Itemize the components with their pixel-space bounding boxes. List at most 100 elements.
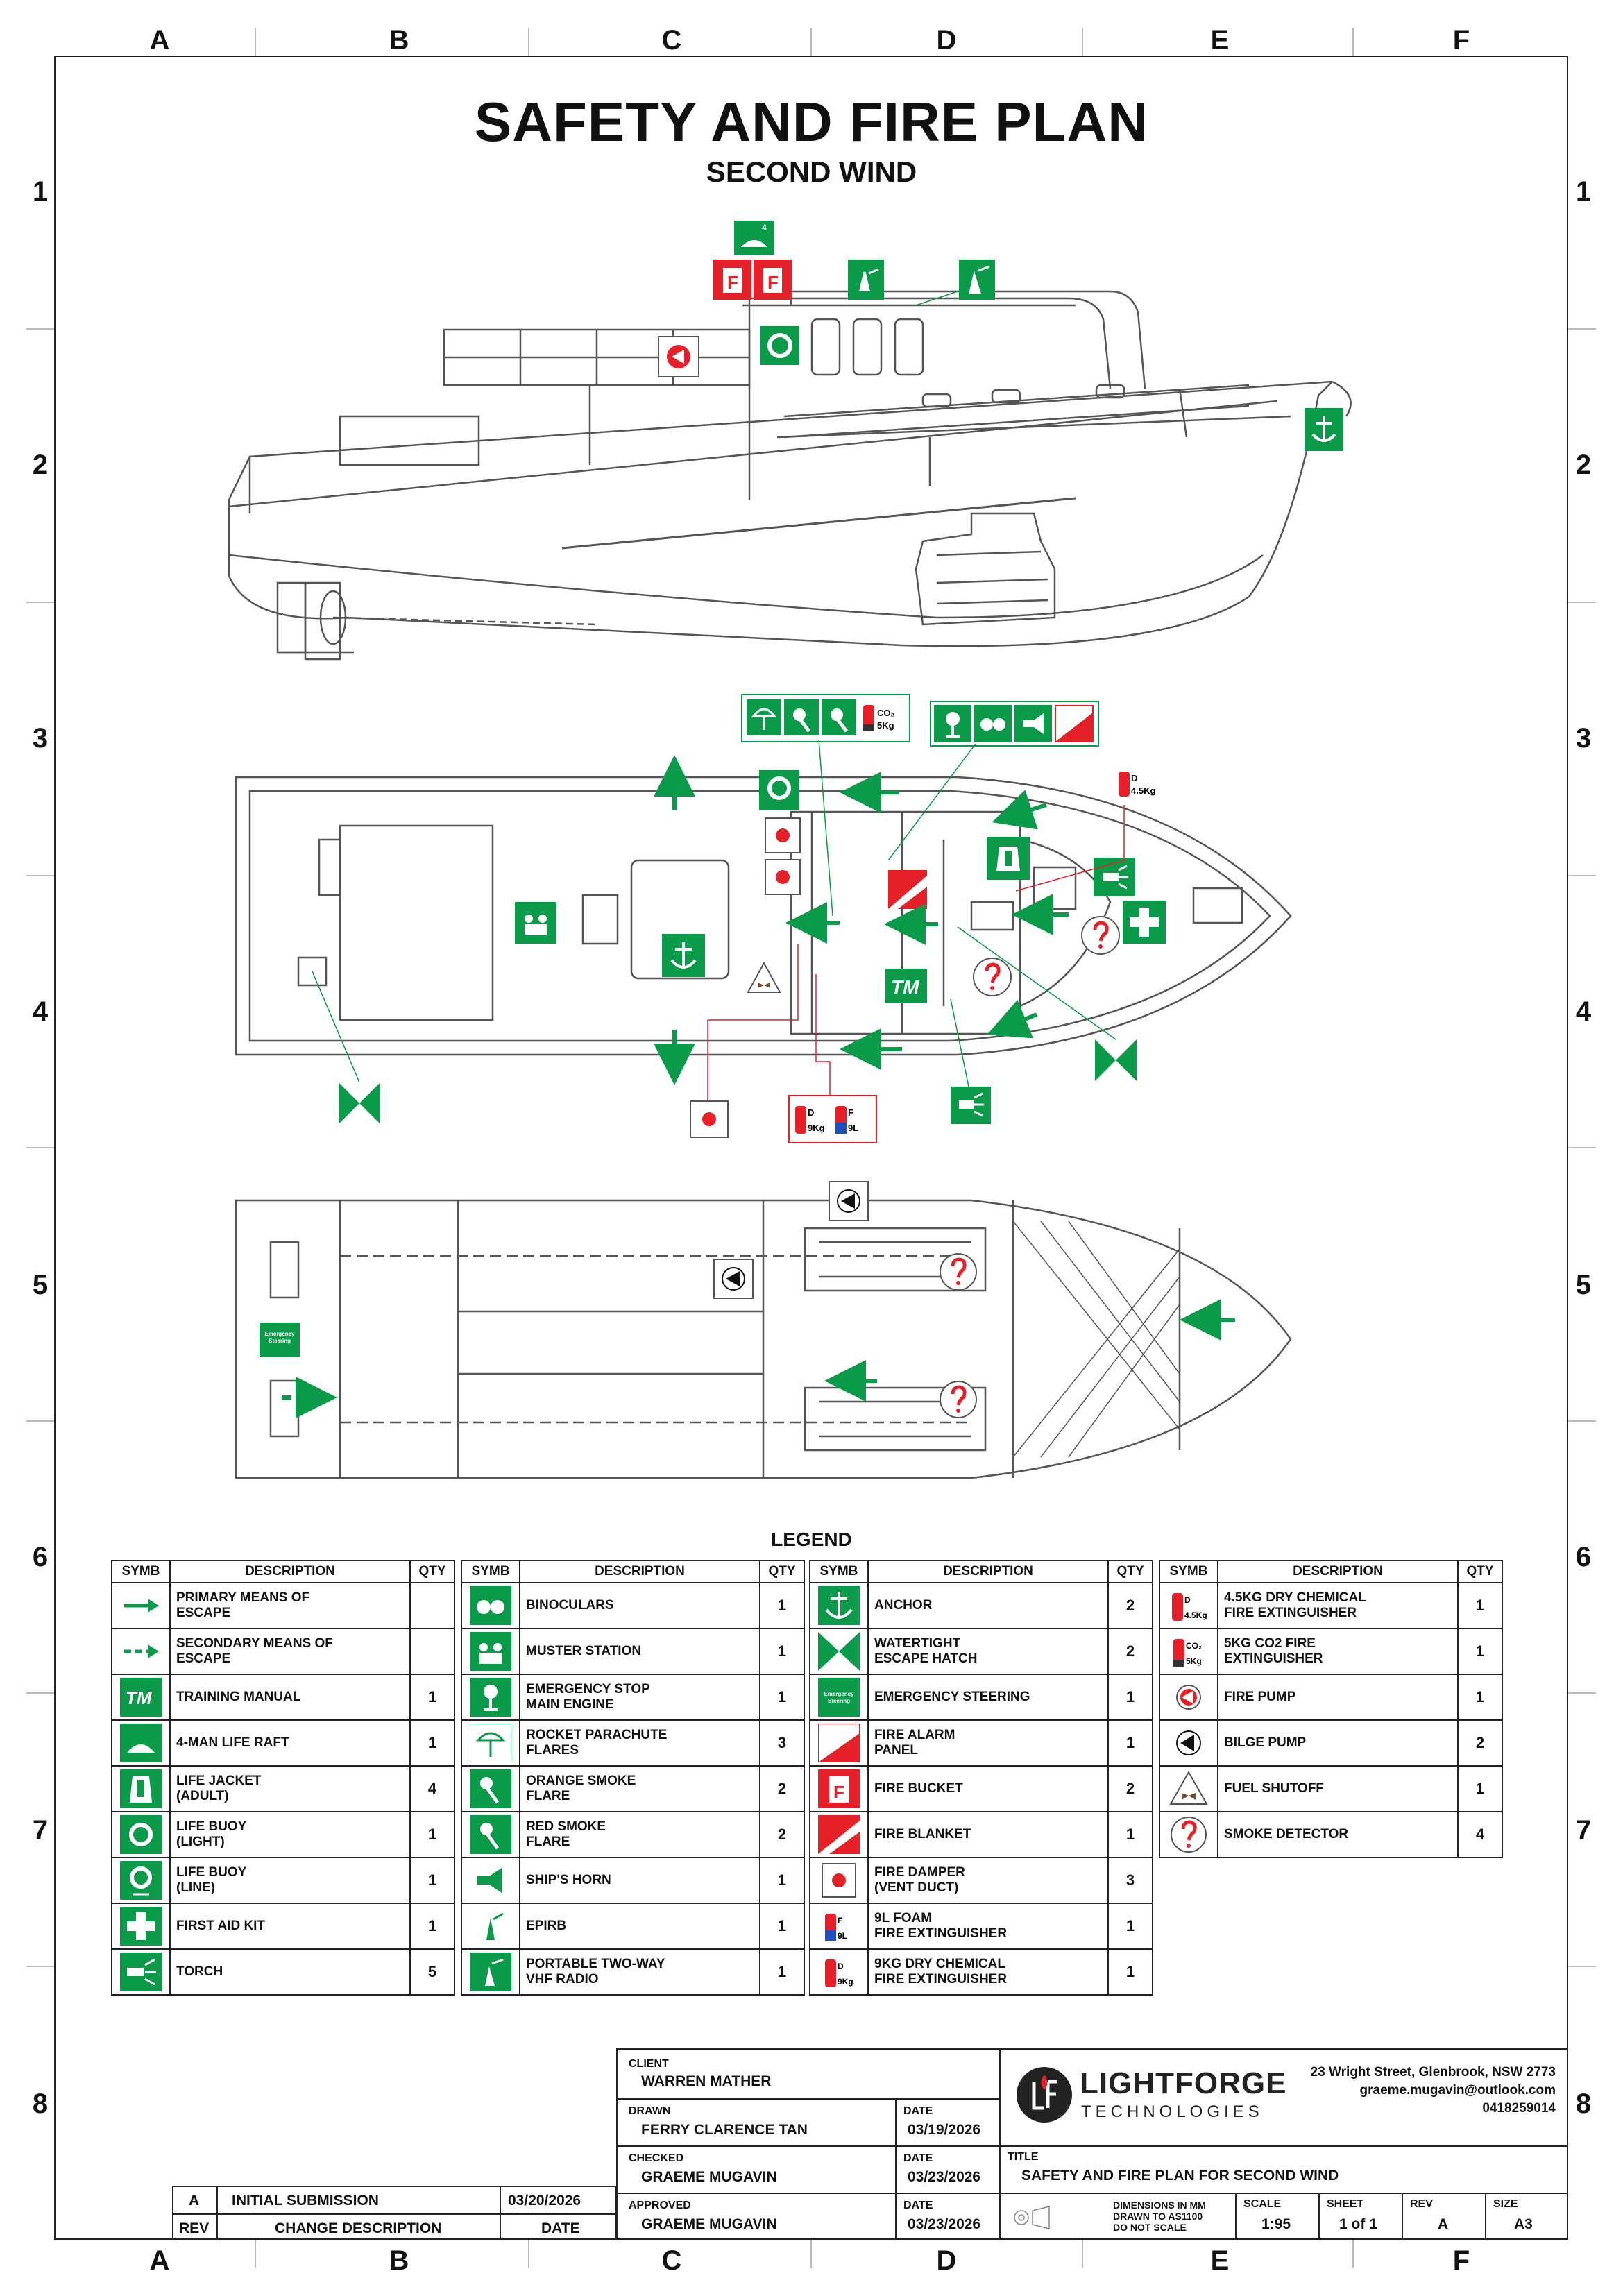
smoke-detector-icon: [1080, 915, 1121, 956]
legend-quantity: 2: [1107, 1765, 1153, 1812]
legend-quantity: 2: [1107, 1582, 1153, 1629]
legend-symbol-cell: [111, 1582, 171, 1629]
rev-label: REV: [1410, 2198, 1433, 2210]
scale-value: 1:95: [1261, 2216, 1291, 2232]
legend-description-line-1: BILGE PUMP: [1224, 1735, 1307, 1750]
legend-description-line-1: TORCH: [176, 1964, 223, 1979]
orange-smoke-icon: [784, 699, 819, 735]
life-jacket-icon: [987, 837, 1030, 880]
emergency-stop-icon: [470, 1678, 511, 1717]
legend-description-line-1: FIRE BUCKET: [874, 1781, 963, 1796]
grid-col-b-bottom: B: [389, 2245, 409, 2276]
legend-description-line-1: PRIMARY MEANS OF: [176, 1590, 310, 1605]
escape-hatch-icon: [339, 1082, 380, 1124]
company-address: 23 Wright Street, Glenbrook, NSW 2773: [1310, 2065, 1556, 2080]
legend-symbol-cell: [461, 1719, 520, 1767]
raft-capacity-label: 4: [762, 223, 767, 232]
legend-symbol-cell: [809, 1857, 869, 1904]
legend-quantity: 1: [759, 1628, 805, 1675]
legend-symbol-cell: [461, 1582, 520, 1629]
legend-symbol-cell: [461, 1765, 520, 1812]
legend-symbol-cell: [461, 1674, 520, 1721]
legend-quantity: 1: [759, 1903, 805, 1950]
legend-desc-header: DESCRIPTION: [867, 1560, 1109, 1583]
grid-col-f: F: [1452, 25, 1470, 56]
size-label: SIZE: [1493, 2198, 1518, 2210]
legend-qty-header: QTY: [409, 1560, 455, 1583]
fire-damper-icon: [818, 1861, 860, 1900]
grid-row-4-right: 4: [1575, 996, 1592, 1027]
red-smoke-icon: [470, 1815, 511, 1854]
grid-row-7-right: 7: [1575, 1815, 1592, 1846]
rev-value: A: [1438, 2216, 1449, 2232]
epirb-icon: [848, 260, 884, 300]
legend-desc-header: DESCRIPTION: [519, 1560, 760, 1583]
legend-description-line-1: TRAINING MANUAL: [176, 1690, 301, 1704]
parachute-flare-icon: [469, 1723, 512, 1763]
fire-bucket-icon: F: [818, 1769, 860, 1808]
dimensions-note: DIMENSIONS IN MM DRAWN TO AS1100 DO NOT …: [1113, 2200, 1206, 2233]
side-profile-view: [228, 290, 1352, 661]
fire-bucket-icon: F: [713, 260, 751, 300]
legend-symbol-cell: [461, 1903, 520, 1950]
grid-row-7: 7: [32, 1815, 49, 1846]
legend-description-line-2: (LINE): [176, 1880, 215, 1895]
legend-quantity: 4: [1457, 1811, 1503, 1858]
emergency-stop-icon: [934, 705, 971, 742]
dry-d-label: D: [1131, 773, 1137, 783]
grid-col-d-bottom: D: [936, 2245, 957, 2276]
legend-description-line-1: MUSTER STATION: [526, 1644, 642, 1658]
legend-desc-header: DESCRIPTION: [169, 1560, 411, 1583]
grid-col-e: E: [1210, 25, 1230, 56]
grid-row-8-right: 8: [1575, 2089, 1592, 2119]
client-label: CLIENT: [629, 2058, 669, 2070]
legend-description-line-1: BINOCULARS: [526, 1598, 614, 1613]
revision-block: A INITIAL SUBMISSION 03/20/2026 REV CHAN…: [172, 2186, 616, 2240]
grid-row-3-right: 3: [1575, 723, 1592, 754]
legend-quantity: 1: [1107, 1948, 1153, 1996]
legend-quantity: 5: [409, 1948, 455, 1996]
legend-symbol-cell: [111, 1903, 171, 1950]
checked-label: CHECKED: [629, 2152, 684, 2164]
muster-station-icon: [470, 1632, 511, 1671]
legend-description: LIFE BUOY(LIGHT): [169, 1811, 411, 1858]
grid-col-b: B: [389, 25, 409, 56]
svg-text:TM: TM: [126, 1687, 153, 1708]
legend-description-line-1: FIRE PUMP: [1224, 1690, 1296, 1704]
legend-description: FUEL SHUTOFF: [1217, 1765, 1459, 1812]
legend-symbol-cell: [111, 1765, 171, 1812]
hull-outline: [228, 381, 1333, 647]
legend-quantity: 1: [409, 1674, 455, 1721]
legend-description-line-1: PORTABLE TWO-WAY: [526, 1957, 665, 1971]
legend-symbol-cell: [1159, 1719, 1218, 1767]
legend-description-line-1: 9KG DRY CHEMICAL: [874, 1957, 1005, 1971]
grid-row-5: 5: [32, 1270, 49, 1300]
legend-quantity: 1: [409, 1719, 455, 1767]
legend-symbol-cell: F: [809, 1765, 869, 1812]
dims-line-2: DRAWN TO AS1100: [1113, 2211, 1203, 2222]
fuel-shutoff-icon: [747, 960, 781, 995]
ships-horn-icon: [1014, 705, 1052, 742]
legend-quantity: 1: [1457, 1765, 1503, 1812]
smoke-detector-icon: [971, 956, 1013, 998]
legend-qty-header: QTY: [1107, 1560, 1153, 1583]
red-smoke-icon: [822, 699, 856, 735]
legend-symb-header: SYMB: [461, 1560, 520, 1583]
grid-row-6-right: 6: [1575, 1542, 1592, 1572]
